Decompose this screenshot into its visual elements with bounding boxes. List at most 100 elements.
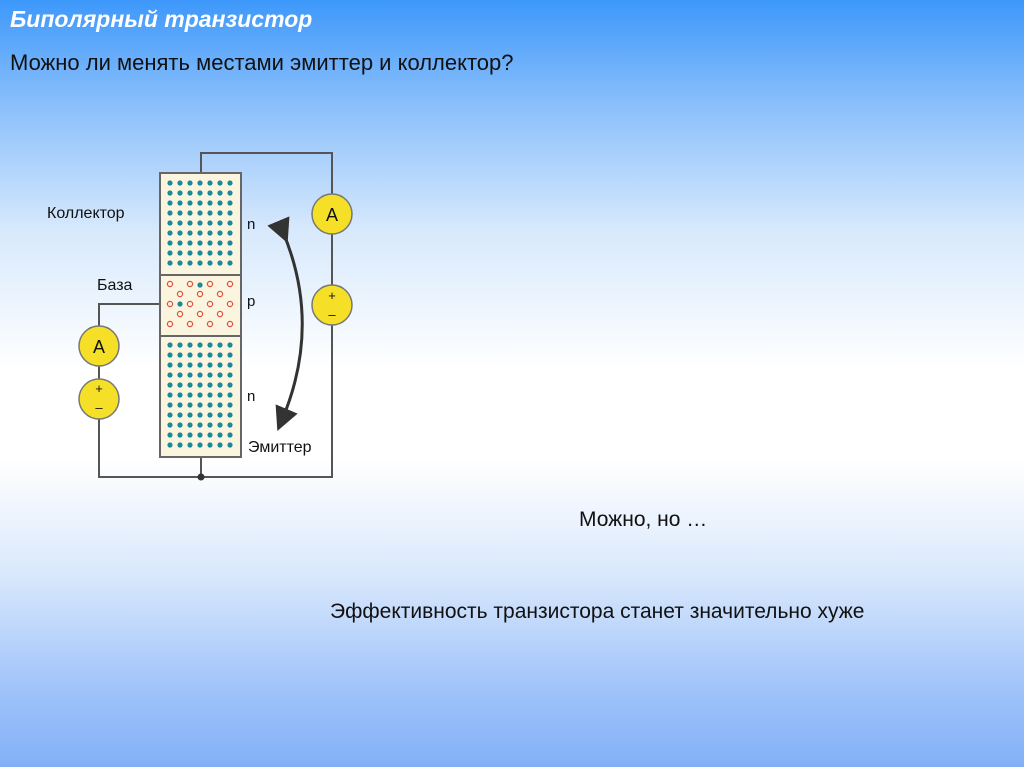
electron-dot [227, 220, 233, 226]
electron-dot [177, 372, 183, 378]
collector-label: Коллектор [47, 205, 125, 222]
electron-dot [207, 250, 213, 256]
hole-dot [186, 280, 194, 288]
electron-dot [197, 372, 203, 378]
electron-dot [207, 392, 213, 398]
electron-dot [177, 402, 183, 408]
electron-dot [177, 180, 183, 186]
electron-dot [197, 220, 203, 226]
svg-text:A: A [93, 337, 105, 357]
electron-dot [217, 442, 223, 448]
electron-dot [197, 412, 203, 418]
electron-dot [197, 382, 203, 388]
battery-left: + – [78, 378, 120, 420]
ammeter-left: A [78, 325, 120, 367]
electron-dot [197, 342, 203, 348]
electron-dot [207, 432, 213, 438]
electron-dot [207, 260, 213, 266]
electron-dot [227, 200, 233, 206]
electron-dot [187, 210, 193, 216]
svg-text:–: – [95, 400, 103, 415]
svg-text:+: + [95, 381, 103, 396]
electron-dot [167, 230, 173, 236]
electron-dot [167, 220, 173, 226]
slide-title: Биполярный транзистор [10, 6, 313, 32]
hole-dot [216, 310, 224, 318]
electron-dot [177, 392, 183, 398]
electron-dot [227, 432, 233, 438]
svg-text:A: A [326, 205, 338, 225]
electron-dot [187, 412, 193, 418]
electron-dot [187, 200, 193, 206]
answer-short: Можно, но … [579, 508, 708, 531]
electron-dot [197, 250, 203, 256]
electron-dot [177, 240, 183, 246]
electron-dot [197, 402, 203, 408]
electron-dot [177, 342, 183, 348]
electron-dot [227, 342, 233, 348]
emitter-label: Эмиттер [248, 439, 312, 456]
electron-dot [177, 260, 183, 266]
electron-dot [187, 240, 193, 246]
electron-dot [227, 362, 233, 368]
svg-text:–: – [328, 307, 336, 322]
electron-dot [227, 442, 233, 448]
electron-dot [227, 180, 233, 186]
ammeter-icon [311, 193, 353, 235]
electron-dot [187, 432, 193, 438]
electron-dot [217, 372, 223, 378]
electron-dot [187, 230, 193, 236]
electron-dot [187, 382, 193, 388]
electron-dot [177, 301, 183, 307]
junction-node [197, 473, 205, 481]
battery-icon [78, 378, 120, 420]
hole-dot [206, 280, 214, 288]
hole-dot [196, 310, 204, 318]
electron-dot [167, 260, 173, 266]
transistor-body [159, 172, 242, 458]
electron-dot [197, 210, 203, 216]
electron-dot [227, 260, 233, 266]
electron-dot [207, 230, 213, 236]
ammeter-right: A [311, 193, 353, 235]
swap-arrow-icon [267, 216, 304, 432]
hole-dot [206, 320, 214, 328]
electron-dot [207, 412, 213, 418]
hole-dot [176, 290, 184, 298]
collector-type: n [247, 216, 255, 233]
hole-dot [166, 280, 174, 288]
electron-dot [207, 422, 213, 428]
base-label: База [97, 277, 133, 294]
electron-dot [187, 342, 193, 348]
svg-text:+: + [328, 288, 336, 303]
electron-dot [217, 392, 223, 398]
electron-dot [187, 220, 193, 226]
electron-dot [167, 250, 173, 256]
electron-dot [227, 382, 233, 388]
electron-dot [197, 180, 203, 186]
electron-dot [197, 282, 203, 288]
hole-dot [166, 320, 174, 328]
electron-dot [167, 352, 173, 358]
electron-dot [197, 352, 203, 358]
electron-dot [217, 240, 223, 246]
electron-dot [207, 180, 213, 186]
electron-dot [177, 442, 183, 448]
hole-dot [196, 290, 204, 298]
electron-dot [207, 190, 213, 196]
electron-dot [167, 362, 173, 368]
electron-dot [217, 180, 223, 186]
electron-dot [177, 432, 183, 438]
electron-dot [207, 372, 213, 378]
slide-question: Можно ли менять местами эмиттер и коллек… [10, 50, 514, 75]
electron-dot [177, 190, 183, 196]
electron-dot [167, 190, 173, 196]
electron-dot [167, 210, 173, 216]
electron-dot [197, 362, 203, 368]
electron-dot [217, 432, 223, 438]
electron-dot [197, 392, 203, 398]
electron-dot [167, 342, 173, 348]
hole-dot [186, 320, 194, 328]
electron-dot [177, 382, 183, 388]
battery-right: + – [311, 284, 353, 326]
